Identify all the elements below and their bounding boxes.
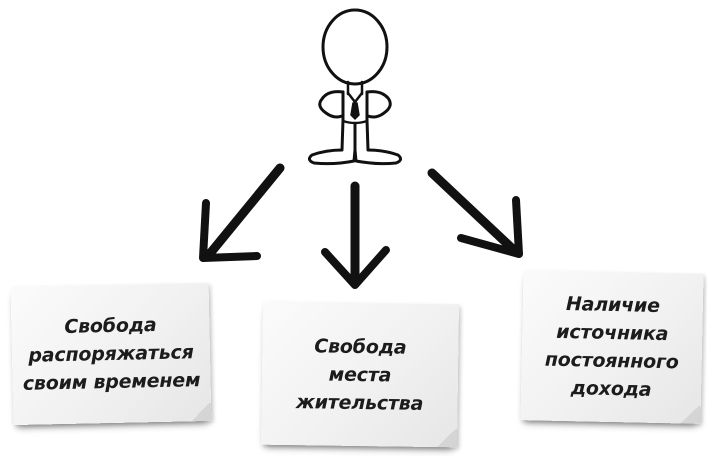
arrow-right-head [457, 196, 523, 258]
person-tie [350, 102, 360, 120]
person-belt [341, 119, 369, 125]
arrow-left-head [199, 199, 261, 262]
note-left-text: Свобода распоряжаться своим временем [22, 314, 201, 395]
person-left-arm [318, 90, 345, 119]
arrow-middle-head [321, 246, 390, 289]
stick-figure-person [307, 8, 403, 166]
note-middle: Свобода места жительства [261, 301, 459, 448]
arrow-to-right-note [427, 168, 521, 257]
person-legs [340, 118, 370, 152]
person-right-foot [353, 148, 403, 166]
note-right: Наличие источника постоянного дохода [520, 270, 704, 424]
person-right-arm [365, 90, 392, 119]
arrow-to-left-note [203, 163, 285, 261]
person-torso [341, 90, 369, 122]
note-left: Свобода распоряжаться своим временем [10, 282, 212, 426]
person-left-foot [307, 148, 357, 166]
arrows [199, 163, 523, 289]
person-collar [346, 91, 364, 104]
person-head [321, 8, 389, 86]
note-middle-text: Свобода места жительства [295, 334, 424, 415]
note-right-text: Наличие источника постоянного дохода [544, 293, 679, 401]
